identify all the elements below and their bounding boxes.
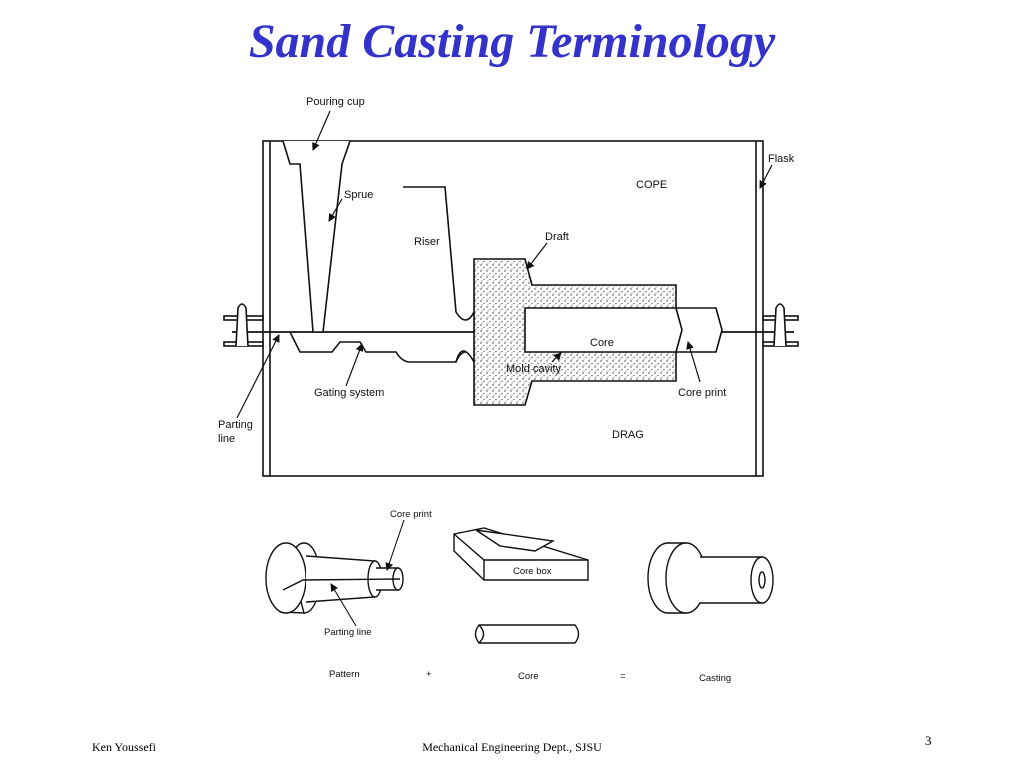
label-core: Core (590, 337, 614, 349)
label-pattern-parting-line: Parting line (324, 627, 372, 638)
label-gating-system: Gating system (314, 387, 384, 399)
label-parting-line-1: Parting (218, 419, 253, 431)
gating-system (289, 331, 467, 363)
core-rod-drawing (474, 624, 580, 644)
riser (403, 186, 475, 321)
label-core-bottom: Core (518, 671, 539, 682)
page-number: 3 (925, 733, 932, 748)
label-sprue: Sprue (344, 189, 373, 201)
label-draft: Draft (545, 231, 569, 243)
label-parting-line-2: line (218, 433, 235, 445)
label-core-box: Core box (513, 566, 552, 577)
footer-department: Mechanical Engineering Dept., SJSU (422, 740, 602, 754)
slide-title: Sand Casting Terminology (248, 15, 776, 68)
label-core-print: Core print (678, 387, 726, 399)
label-equals: = (620, 671, 626, 682)
label-flask: Flask (768, 153, 795, 165)
label-riser: Riser (414, 236, 440, 248)
mold-diagram (223, 110, 799, 477)
label-cope: COPE (636, 179, 667, 191)
core-box-drawing (453, 527, 589, 581)
leader-lines (236, 110, 773, 419)
flask-outline (262, 140, 764, 477)
left-flask-pin (223, 303, 264, 347)
right-flask-pin (762, 303, 799, 347)
core-print-edge (675, 307, 683, 331)
pouring-cup-and-sprue (282, 140, 351, 333)
pattern-leaders (330, 519, 405, 627)
label-mold-cavity: Mold cavity (506, 363, 562, 375)
label-pattern: Pattern (329, 669, 360, 680)
riser-neck (455, 350, 475, 363)
label-plus: + (426, 669, 432, 680)
core-print-edge-lower (675, 329, 683, 353)
pattern-drawing (265, 542, 404, 614)
core (524, 307, 723, 353)
label-pattern-core-print: Core print (390, 509, 432, 520)
footer-author: Ken Youssefi (92, 740, 157, 754)
label-casting: Casting (699, 673, 731, 684)
label-pouring-cup: Pouring cup (306, 96, 365, 108)
casting-drawing (647, 542, 774, 614)
label-drag: DRAG (612, 429, 644, 441)
